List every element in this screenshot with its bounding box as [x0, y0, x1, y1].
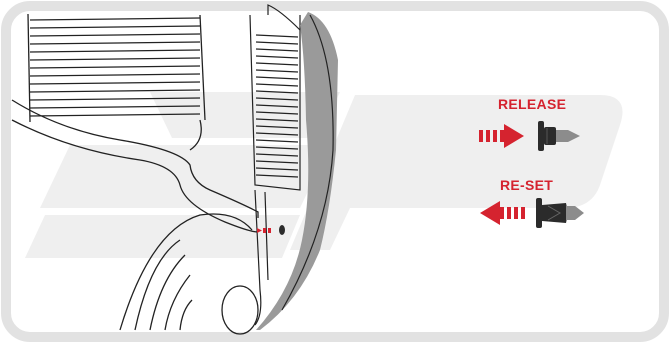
bumper-outline [11, 99, 259, 218]
fog-light [221, 285, 259, 335]
push-clip-icon [538, 121, 580, 151]
release-label: RELEASE [498, 96, 567, 112]
vehicle-line-art [11, 13, 259, 335]
arrow-left-icon [480, 201, 525, 225]
center-grille [249, 4, 301, 326]
clip-location-marker [257, 225, 285, 235]
push-clip-icon-reset [536, 198, 584, 228]
left-grille [27, 13, 206, 123]
wheel-arch [119, 213, 253, 331]
reset-label: RE-SET [500, 177, 554, 193]
arrow-right-icon [479, 124, 524, 148]
fender-panel [256, 12, 338, 330]
